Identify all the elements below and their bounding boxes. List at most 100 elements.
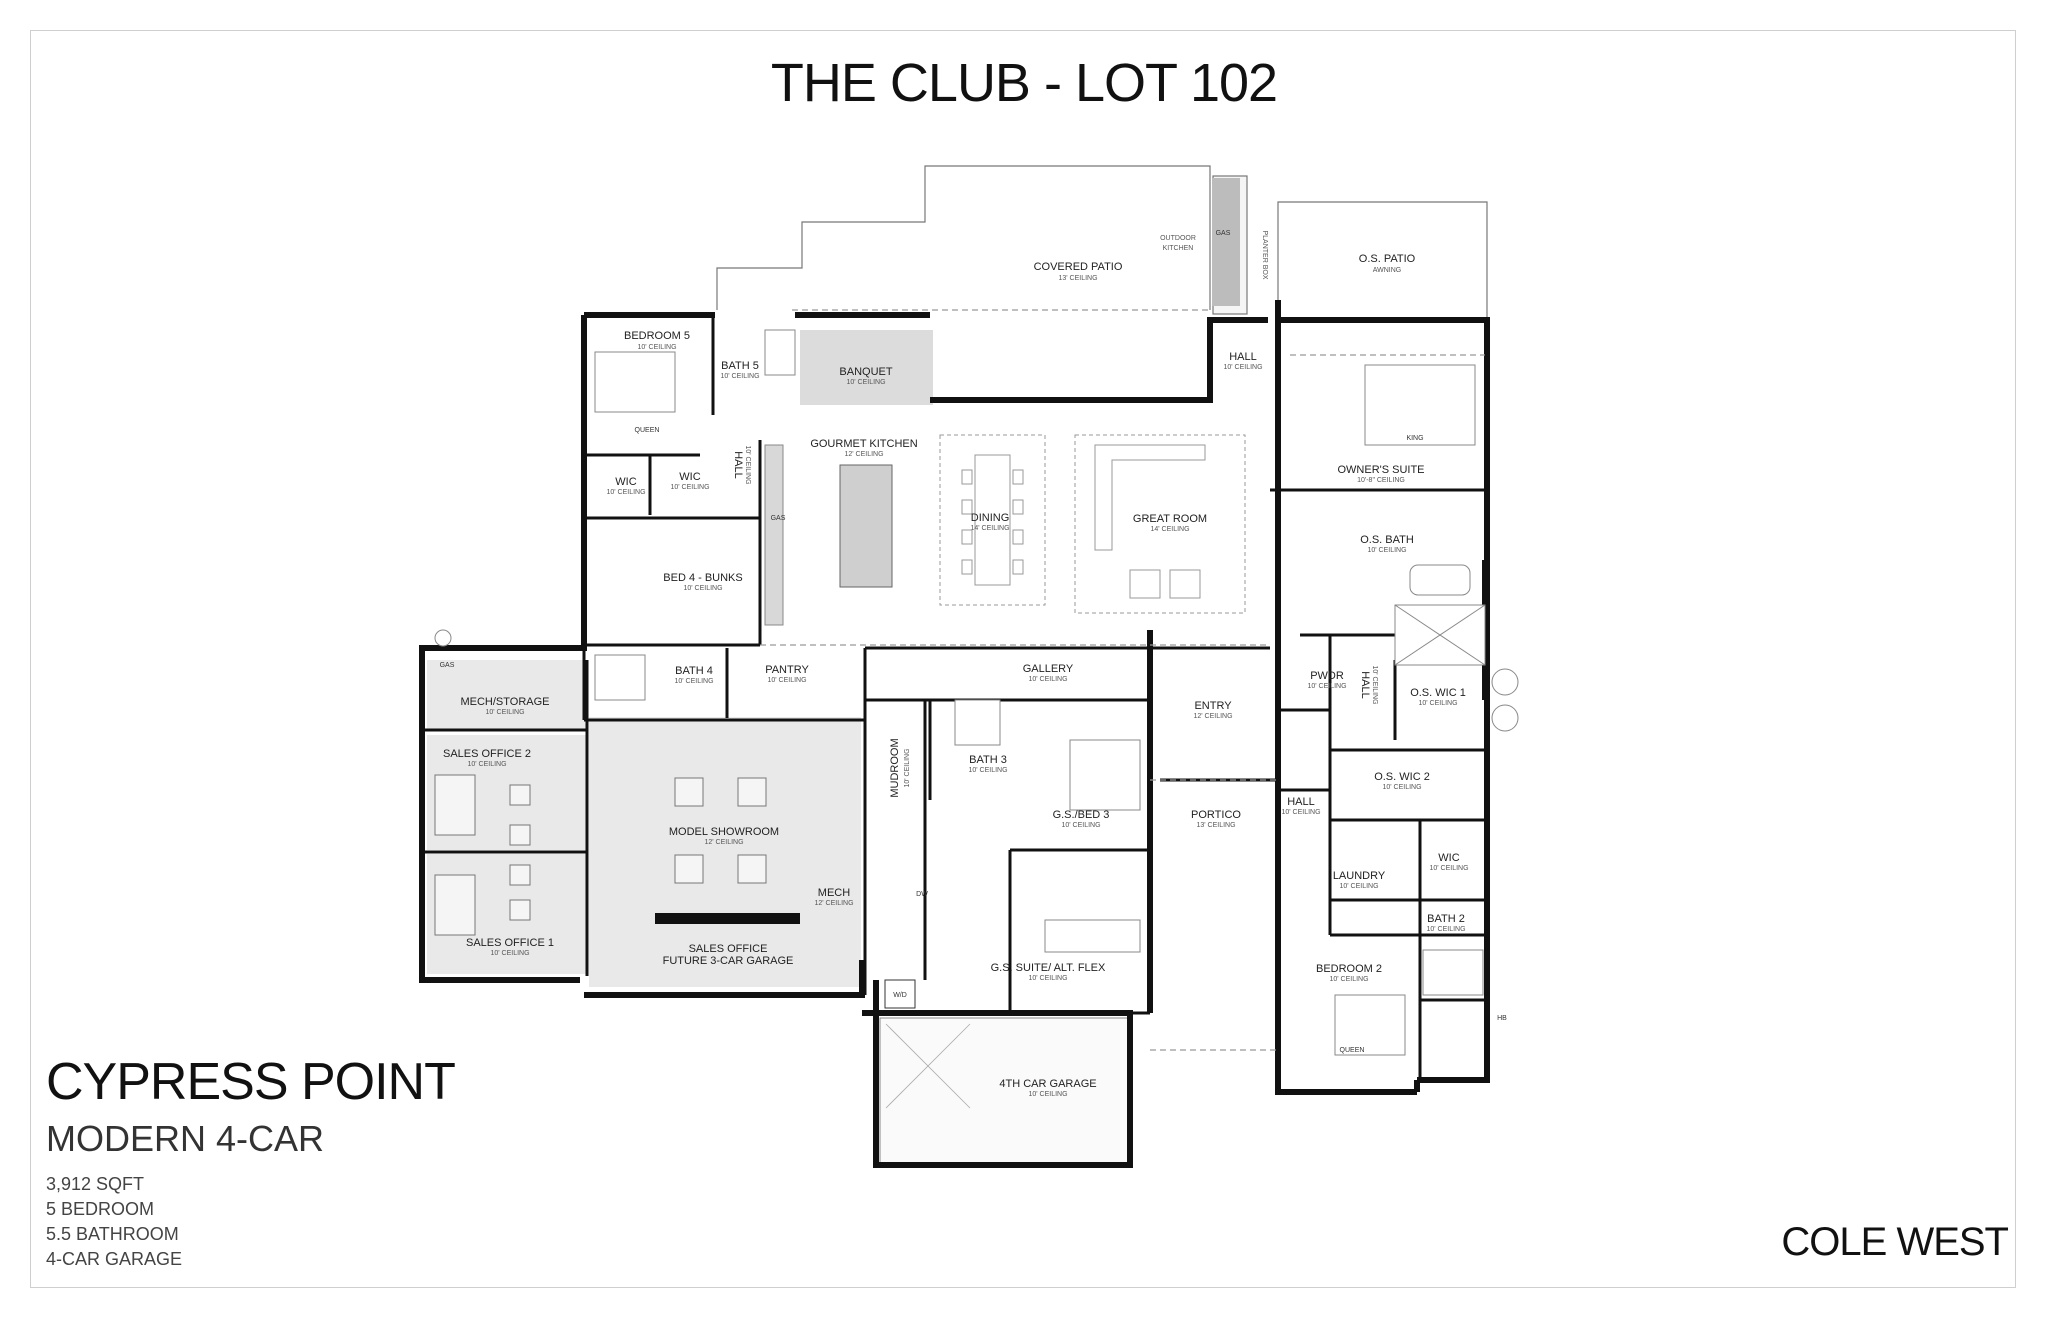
svg-text:HALL: HALL	[1359, 671, 1371, 699]
svg-text:14' CEILING: 14' CEILING	[1150, 526, 1189, 533]
svg-text:12' CEILING: 12' CEILING	[1193, 713, 1232, 720]
svg-text:GALLERY: GALLERY	[1023, 663, 1074, 675]
svg-text:WIC: WIC	[615, 476, 636, 488]
svg-text:10' CEILING: 10' CEILING	[637, 344, 676, 351]
svg-text:BED 4 - BUNKS: BED 4 - BUNKS	[663, 572, 742, 584]
garage-floor	[879, 1017, 1131, 1164]
svg-text:4TH CAR GARAGE: 4TH CAR GARAGE	[999, 1078, 1096, 1090]
stat-bedrooms: 5 BEDROOM	[46, 1199, 155, 1219]
svg-text:BATH 2: BATH 2	[1427, 913, 1465, 925]
mech-storage-floor	[427, 660, 587, 730]
page-title: THE CLUB - LOT 102	[770, 53, 1278, 113]
svg-text:SALES OFFICE: SALES OFFICE	[689, 943, 768, 955]
banquet-area	[800, 330, 933, 405]
queen-label-bed2: QUEEN	[1340, 1047, 1365, 1054]
svg-text:WIC: WIC	[1438, 852, 1459, 864]
svg-text:12' CEILING: 12' CEILING	[844, 451, 883, 458]
svg-text:OWNER'S SUITE: OWNER'S SUITE	[1337, 464, 1424, 476]
svg-text:G.S./BED 3: G.S./BED 3	[1053, 809, 1110, 821]
svg-text:DINING: DINING	[971, 512, 1010, 524]
exterior-walls	[419, 300, 1490, 1168]
room-labels: COVERED PATIO 13' CEILING OUTDOOR KITCHE…	[443, 230, 1469, 1098]
svg-text:BANQUET: BANQUET	[839, 366, 892, 378]
gas-label-kitchen: GAS	[771, 515, 786, 522]
svg-text:10' CEILING: 10' CEILING	[674, 678, 713, 685]
svg-text:SALES OFFICE 2: SALES OFFICE 2	[443, 748, 531, 760]
svg-text:10' CEILING: 10' CEILING	[1367, 547, 1406, 554]
gas-label-patio: GAS	[1216, 230, 1231, 237]
bath-fixtures	[434, 329, 1519, 996]
svg-text:10' CEILING: 10' CEILING	[683, 585, 722, 592]
svg-text:10' CEILING: 10' CEILING	[1061, 822, 1100, 829]
hb-label: HB	[1497, 1015, 1507, 1022]
plan-stats: 3,912 SQFT 5 BEDROOM 5.5 BATHROOM 4-CAR …	[46, 1172, 182, 1272]
queen-label-bed5: QUEEN	[635, 427, 660, 434]
svg-text:BEDROOM 2: BEDROOM 2	[1316, 963, 1382, 975]
svg-text:14' CEILING: 14' CEILING	[970, 525, 1009, 532]
svg-text:HALL: HALL	[732, 451, 744, 479]
svg-text:PLANTER BOX: PLANTER BOX	[1261, 230, 1268, 279]
showroom-chairs	[434, 774, 767, 936]
gas-label-mech: GAS	[440, 662, 455, 669]
wd-label: W/D	[893, 992, 907, 999]
svg-text:BEDROOM 5: BEDROOM 5	[624, 330, 690, 342]
svg-text:10' CEILING: 10' CEILING	[1028, 975, 1067, 982]
stat-bathrooms: 5.5 BATHROOM	[46, 1224, 179, 1244]
svg-text:10' CEILING: 10' CEILING	[490, 950, 529, 957]
kitchen-island	[839, 464, 893, 588]
svg-text:O.S. WIC 1: O.S. WIC 1	[1410, 687, 1466, 699]
svg-text:10' CEILING: 10' CEILING	[744, 445, 751, 484]
svg-text:PANTRY: PANTRY	[765, 664, 809, 676]
svg-text:O.S. BATH: O.S. BATH	[1360, 534, 1414, 546]
svg-text:BATH 4: BATH 4	[675, 665, 713, 677]
svg-text:O.S. PATIO: O.S. PATIO	[1359, 253, 1416, 265]
svg-text:KITCHEN: KITCHEN	[1163, 245, 1194, 252]
svg-text:MECH: MECH	[818, 887, 850, 899]
svg-text:10' CEILING: 10' CEILING	[904, 748, 911, 787]
stat-garage: 4-CAR GARAGE	[46, 1249, 183, 1269]
svg-text:10' CEILING: 10' CEILING	[1307, 683, 1346, 690]
dw-label: DW	[916, 891, 928, 898]
svg-text:MECH/STORAGE: MECH/STORAGE	[460, 696, 549, 708]
svg-text:O.S. WIC 2: O.S. WIC 2	[1374, 771, 1430, 783]
brand-logo: COLE WEST	[1781, 1220, 2009, 1264]
interior-walls	[422, 315, 1487, 1080]
svg-text:10' CEILING: 10' CEILING	[1028, 676, 1067, 683]
covered-patio-outline	[716, 165, 1488, 322]
svg-text:HALL: HALL	[1229, 351, 1257, 363]
svg-text:10' CEILING: 10' CEILING	[1339, 883, 1378, 890]
svg-text:FUTURE 3-CAR GARAGE: FUTURE 3-CAR GARAGE	[663, 955, 794, 967]
svg-text:10' CEILING: 10' CEILING	[968, 767, 1007, 774]
svg-text:13' CEILING: 13' CEILING	[1196, 822, 1235, 829]
svg-text:GOURMET KITCHEN: GOURMET KITCHEN	[810, 438, 917, 450]
king-label: KING	[1406, 435, 1423, 442]
stat-sqft: 3,912 SQFT	[46, 1174, 145, 1194]
svg-text:LAUNDRY: LAUNDRY	[1333, 870, 1386, 882]
svg-text:10' CEILING: 10' CEILING	[720, 373, 759, 380]
dining-table	[939, 434, 1046, 606]
svg-text:12' CEILING: 12' CEILING	[704, 839, 743, 846]
svg-text:10' CEILING: 10' CEILING	[1382, 784, 1421, 791]
showroom-floor	[589, 717, 861, 987]
svg-text:AWNING: AWNING	[1373, 267, 1402, 274]
svg-text:10' CEILING: 10' CEILING	[1028, 1091, 1067, 1098]
svg-text:COVERED PATIO: COVERED PATIO	[1034, 261, 1123, 273]
svg-text:10' CEILING: 10' CEILING	[606, 489, 645, 496]
svg-text:10' CEILING: 10' CEILING	[1418, 700, 1457, 707]
beds	[594, 351, 1476, 1056]
outdoor-kitchen-counter	[1212, 178, 1240, 306]
svg-text:10'-8" CEILING: 10'-8" CEILING	[1357, 477, 1405, 484]
svg-text:MUDROOM: MUDROOM	[889, 738, 901, 797]
svg-text:SALES OFFICE 1: SALES OFFICE 1	[466, 937, 554, 949]
svg-text:GREAT ROOM: GREAT ROOM	[1133, 513, 1207, 525]
svg-text:HALL: HALL	[1287, 796, 1315, 808]
window-lines	[760, 309, 1485, 1051]
plan-name: CYPRESS POINT	[46, 1053, 456, 1111]
svg-text:WIC: WIC	[679, 471, 700, 483]
great-room-furniture	[1074, 434, 1246, 614]
svg-text:10' CEILING: 10' CEILING	[846, 379, 885, 386]
svg-text:10' CEILING: 10' CEILING	[767, 677, 806, 684]
svg-text:PWDR: PWDR	[1310, 670, 1344, 682]
washer-dryer	[884, 979, 916, 1009]
